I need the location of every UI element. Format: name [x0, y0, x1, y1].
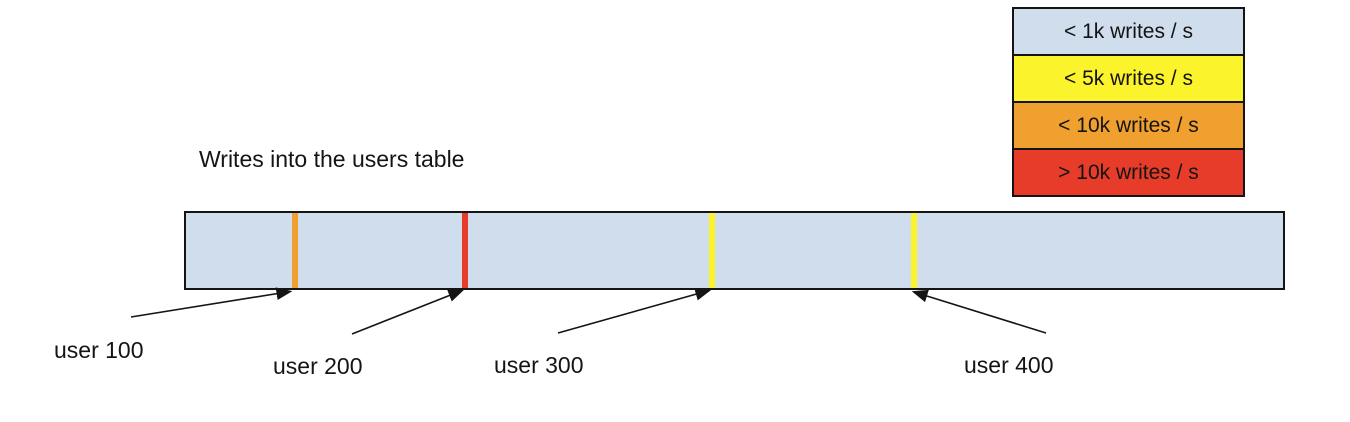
arrow-user-400	[911, 289, 1047, 334]
legend-item-lt-5k: < 5k writes / s	[1014, 56, 1243, 103]
legend-item-lt-10k: < 10k writes / s	[1014, 103, 1243, 150]
legend-item-label: > 10k writes / s	[1058, 161, 1199, 184]
shard-marker-user-400	[911, 213, 917, 288]
legend-item-label: < 1k writes / s	[1064, 20, 1193, 43]
arrow-user-100	[130, 287, 293, 318]
legend-item-lt-1k: < 1k writes / s	[1014, 9, 1243, 56]
diagram-title: Writes into the users table	[199, 146, 465, 172]
label-user-400: user 400	[964, 352, 1054, 378]
legend: < 1k writes / s < 5k writes / s < 10k wr…	[1012, 7, 1245, 197]
arrow-user-200	[351, 289, 465, 335]
legend-item-gt-10k: > 10k writes / s	[1014, 150, 1243, 195]
label-user-200: user 200	[273, 353, 363, 379]
label-user-300: user 300	[494, 352, 584, 378]
legend-item-label: < 10k writes / s	[1058, 114, 1199, 137]
shard-marker-user-100	[292, 213, 298, 288]
shard-marker-user-200	[462, 213, 468, 288]
label-user-100: user 100	[54, 337, 144, 363]
users-table-bar	[184, 211, 1285, 290]
shard-marker-user-300	[709, 213, 715, 288]
legend-item-label: < 5k writes / s	[1064, 67, 1193, 90]
arrow-user-300	[557, 288, 712, 334]
